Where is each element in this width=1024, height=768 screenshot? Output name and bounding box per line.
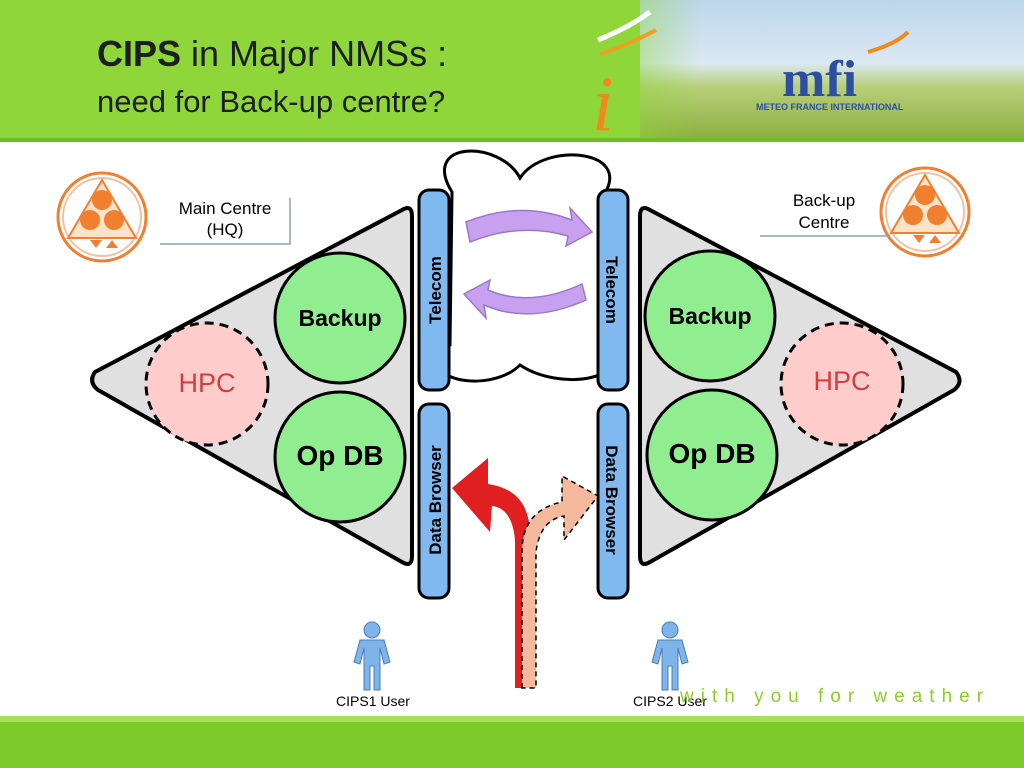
right-backup-label: Backup (668, 303, 752, 329)
footer-bar (0, 716, 1024, 768)
right-data-browser-label: Data Browser (602, 445, 621, 555)
right-hpc-label: HPC (813, 366, 871, 396)
right-telecom-bar (596, 188, 630, 392)
left-telecom-bar (417, 188, 451, 392)
left-telecom-label: Telecom (426, 256, 445, 324)
mfi-logo: mfi METEO FRANCE INTERNATIONAL (756, 30, 910, 112)
svg-text:METEO FRANCE INTERNATIONAL: METEO FRANCE INTERNATIONAL (756, 102, 904, 112)
cips2-user-icon (651, 621, 689, 691)
right-opdb-label: Op DB (668, 438, 756, 469)
left-centre-logo-icon (56, 171, 148, 263)
cips1-user-label: CIPS1 User (336, 693, 410, 709)
main-centre-label: Main Centre (HQ) (178, 199, 272, 239)
left-data-browser-bar (417, 402, 451, 600)
left-opdb-node (273, 390, 407, 524)
brand-i-mark: i (592, 9, 657, 147)
header-divider (0, 138, 1024, 142)
page-subtitle: need for Back-up centre? (97, 84, 446, 119)
cips1-user-icon (353, 621, 391, 691)
left-hpc-label: HPC (178, 368, 236, 398)
header-banner (0, 0, 1024, 140)
right-telecom-label: Telecom (602, 256, 621, 324)
right-centre-logo-icon (879, 166, 971, 258)
right-hpc-node (779, 321, 905, 447)
right-opdb-node (645, 388, 779, 522)
left-backup-node (273, 251, 407, 385)
cips1-access-arrow (452, 458, 530, 688)
left-backup-label: Backup (298, 305, 382, 331)
right-data-browser-bar (596, 402, 630, 600)
svg-text:i: i (592, 60, 614, 147)
sync-arrow-left (462, 278, 587, 321)
page-title: CIPS in Major NMSs : (97, 33, 448, 74)
left-data-browser-label: Data Browser (426, 445, 445, 555)
left-hpc-node (144, 321, 270, 447)
right-backup-node (643, 249, 777, 383)
main-centre-callout (160, 198, 291, 245)
left-opdb-label: Op DB (296, 440, 384, 471)
cips2-access-arrow (521, 474, 600, 689)
footer-slogan: with you for weather (680, 686, 991, 707)
header-landscape-image (640, 0, 1024, 140)
svg-text:mfi: mfi (782, 51, 857, 108)
cips2-user-label: CIPS2 User (633, 693, 707, 709)
backup-centre-label: Back-up Centre (792, 191, 856, 232)
sync-arrow-right (465, 205, 594, 248)
telecom-cloud (437, 149, 615, 383)
